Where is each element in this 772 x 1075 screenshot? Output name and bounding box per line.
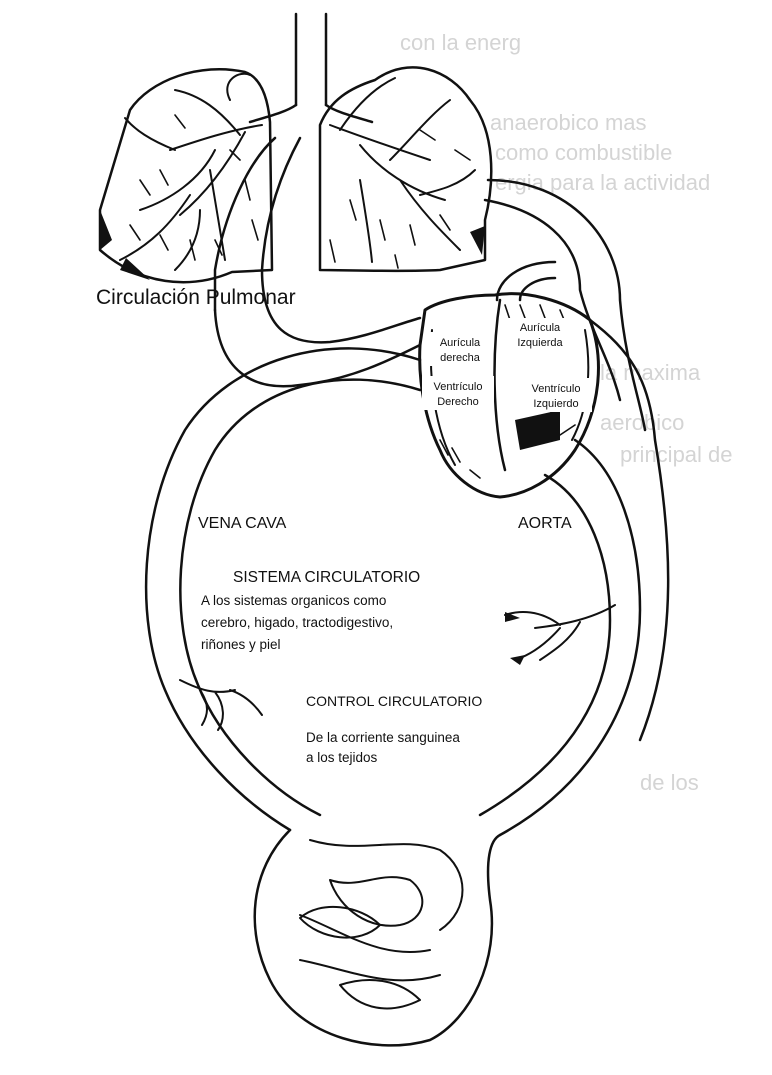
label-line: Izquierda <box>517 337 563 349</box>
label-line: Ventrículo <box>532 383 581 395</box>
bleed-line: de los <box>640 770 699 795</box>
label-control-circulatorio: CONTROL CIRCULATORIO <box>306 693 482 709</box>
label-sistema-circulatorio: SISTEMA CIRCULATORIO <box>233 569 420 586</box>
bleed-line: con la energ <box>400 30 521 55</box>
tissue-branch-right <box>505 605 615 665</box>
label-ventriculo-izquierdo: Ventrículo Izquierdo <box>520 378 592 412</box>
label-line: Derecho <box>437 396 479 408</box>
label-line: Ventrículo <box>434 381 483 393</box>
label-aorta: AORTA <box>518 515 572 532</box>
systemic-desc-line: A los sistemas organicos como <box>201 593 386 608</box>
label-auricula-izquierda: Aurícula Izquierda <box>505 318 575 352</box>
control-desc-line: De la corriente sanguinea <box>306 730 460 745</box>
label-line: Izquierdo <box>533 398 578 410</box>
systemic-desc-line: cerebro, higado, tractodigestivo, <box>201 615 393 630</box>
label-circulacion-pulmonar: Circulación Pulmonar <box>96 286 296 309</box>
bleed-line: principal de <box>620 442 733 467</box>
right-lung <box>320 67 491 271</box>
label-vena-cava: VENA CAVA <box>198 515 287 532</box>
label-line: Aurícula <box>440 337 481 349</box>
label-line: Aurícula <box>520 322 561 334</box>
label-auricula-derecha: Aurícula derecha <box>427 332 493 366</box>
label-ventriculo-derecho: Ventrículo Derecho <box>422 376 494 410</box>
bleed-line: como combustible <box>495 140 672 165</box>
vena-cava-vessel <box>146 348 420 830</box>
systemic-desc-line: riñones y piel <box>201 637 281 652</box>
bleed-through-text: con la energ anaerobico mas como combust… <box>400 30 733 795</box>
capillary-bed <box>255 830 500 1045</box>
control-desc-line: a los tejidos <box>306 750 378 765</box>
tissue-branch-left <box>180 680 262 730</box>
bleed-line: ergia para la actividad <box>495 170 710 195</box>
label-line: derecha <box>440 352 481 364</box>
bleed-line: anaerobico mas <box>490 110 647 135</box>
